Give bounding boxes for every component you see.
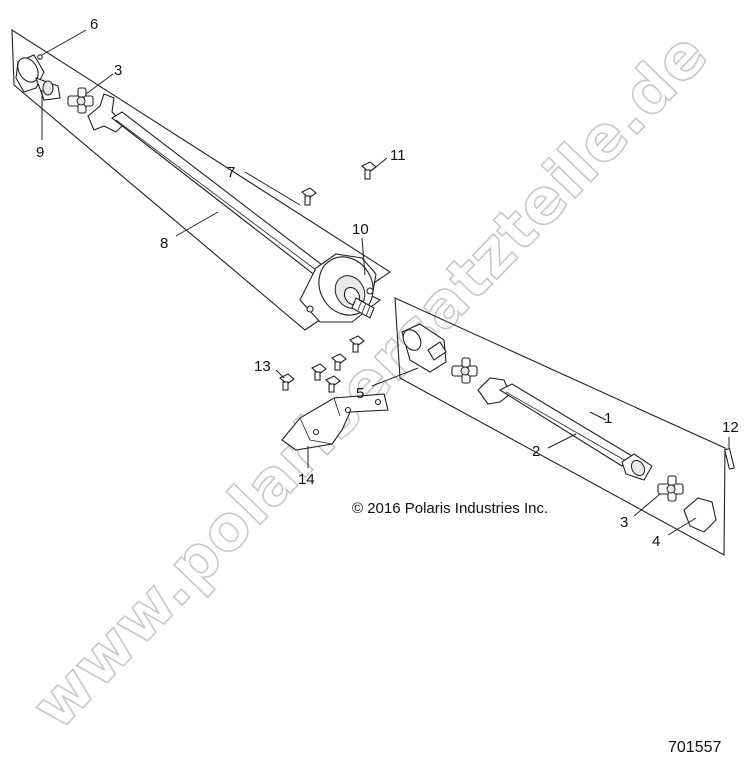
leader-lines xyxy=(41,29,730,536)
center-bearing xyxy=(299,253,382,323)
front-prop-shaft-assembly xyxy=(11,28,391,331)
slip-yoke xyxy=(15,54,61,101)
rear-end-yoke xyxy=(683,497,717,533)
callout-3-lower: 3 xyxy=(620,514,628,531)
callouts: 6 3 9 7 11 8 10 13 5 1 12 2 14 3 4 xyxy=(36,16,739,550)
document-number: 701557 xyxy=(668,739,721,756)
callout-14: 14 xyxy=(298,471,315,488)
callout-2: 2 xyxy=(532,443,540,460)
mount-bracket xyxy=(281,393,389,451)
bracket-bolt-4 xyxy=(331,353,347,371)
callout-3-upper: 3 xyxy=(114,62,122,79)
bracket-bolt-5 xyxy=(349,335,365,353)
bracket-bolt-2 xyxy=(311,363,327,381)
callout-5: 5 xyxy=(356,385,364,402)
callout-12: 12 xyxy=(722,419,739,436)
bracket-bolts xyxy=(279,335,365,393)
u-joint-middle xyxy=(451,357,478,384)
callout-1: 1 xyxy=(604,410,612,427)
u-joint-upper xyxy=(67,87,94,114)
callout-13: 13 xyxy=(254,358,271,375)
callout-4: 4 xyxy=(652,533,660,550)
callout-11: 11 xyxy=(390,147,406,164)
u-joint-lower xyxy=(657,475,684,502)
callout-8: 8 xyxy=(160,235,168,252)
copyright-notice: © 2016 Polaris Industries Inc. xyxy=(352,500,548,517)
bearing-bolt-b xyxy=(361,161,377,180)
callout-7: 7 xyxy=(227,164,235,181)
rear-assembly-frame xyxy=(394,297,726,556)
front-assembly-frame xyxy=(11,28,391,331)
rear-prop-shaft-assembly xyxy=(394,297,735,556)
bearing-bolt-a xyxy=(301,187,317,206)
bracket-bolt-3 xyxy=(325,375,341,393)
callout-10: 10 xyxy=(352,221,369,238)
callout-6: 6 xyxy=(90,16,98,33)
rear-shaft-tube xyxy=(477,377,653,481)
roll-pin xyxy=(724,448,735,470)
rear-flange-yoke xyxy=(401,323,447,373)
grease-fitting xyxy=(37,54,43,60)
bracket-bolt-1 xyxy=(279,373,295,391)
callout-9: 9 xyxy=(36,144,44,161)
